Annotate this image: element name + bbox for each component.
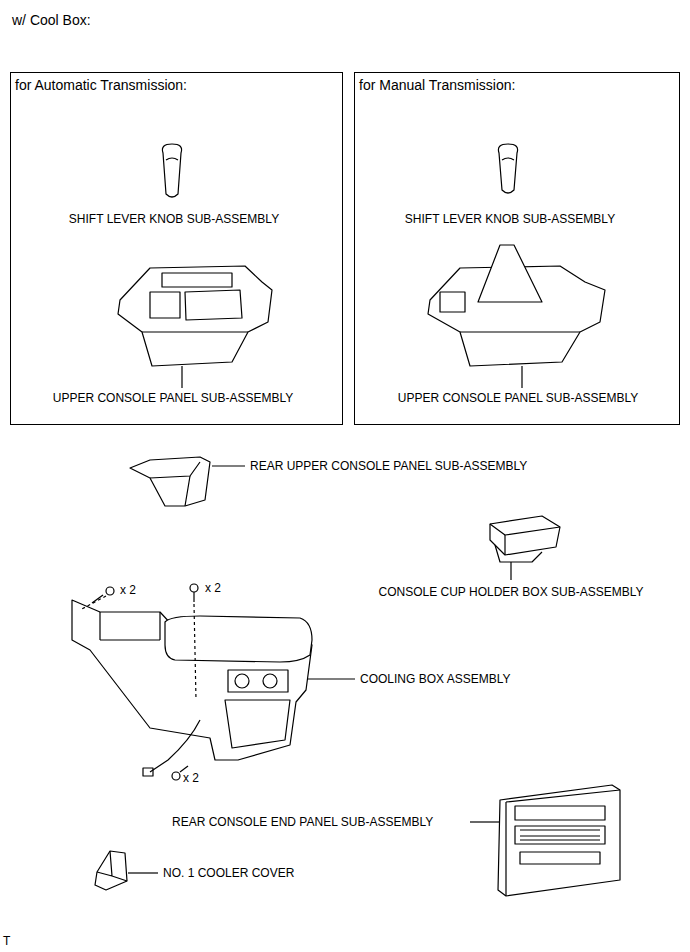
upper-console-drawing (428, 245, 605, 388)
shift-knob-drawing (498, 144, 517, 193)
part-name: REAR UPPER CONSOLE PANEL SUB-ASSEMBLY (250, 459, 527, 473)
panel-heading: for Manual Transmission: (359, 77, 515, 93)
variant-panel: for Manual Transmission: SHIFT LEVER KNOB… (354, 72, 680, 425)
quantity-note: x 2 (120, 583, 136, 597)
upper-console-drawing (118, 266, 272, 388)
bolt-symbol (80, 587, 114, 610)
part-name: REAR CONSOLE END PANEL SUB-ASSEMBLY (172, 815, 433, 829)
variant-panel: for Automatic Transmission: SHIFT LEVER K… (10, 72, 343, 425)
bolt-symbol (190, 584, 198, 700)
shift-knob-drawing (162, 144, 181, 197)
cup-holder-drawing (490, 516, 560, 580)
cooler-cover-drawing (95, 851, 158, 890)
quantity-note: x 2 (183, 771, 199, 785)
part-name: UPPER CONSOLE PANEL SUB-ASSEMBLY (53, 391, 294, 405)
part-name: COOLING BOX ASSEMBLY (360, 672, 511, 686)
part-name: CONSOLE CUP HOLDER BOX SUB-ASSEMBLY (379, 585, 644, 599)
end-panel-drawing (470, 785, 620, 896)
quantity-note: x 2 (205, 581, 221, 595)
panel-heading: for Automatic Transmission: (15, 77, 187, 93)
part-name: UPPER CONSOLE PANEL SUB-ASSEMBLY (398, 391, 639, 405)
cooling-box-drawing (72, 600, 355, 776)
part-name: SHIFT LEVER KNOB SUB-ASSEMBLY (69, 212, 279, 226)
part-name: NO. 1 COOLER COVER (163, 866, 294, 880)
page-mark: T (3, 934, 10, 948)
rear-upper-console-drawing (130, 457, 245, 506)
diagram-title: w/ Cool Box: (12, 12, 91, 28)
part-name: SHIFT LEVER KNOB SUB-ASSEMBLY (405, 212, 615, 226)
